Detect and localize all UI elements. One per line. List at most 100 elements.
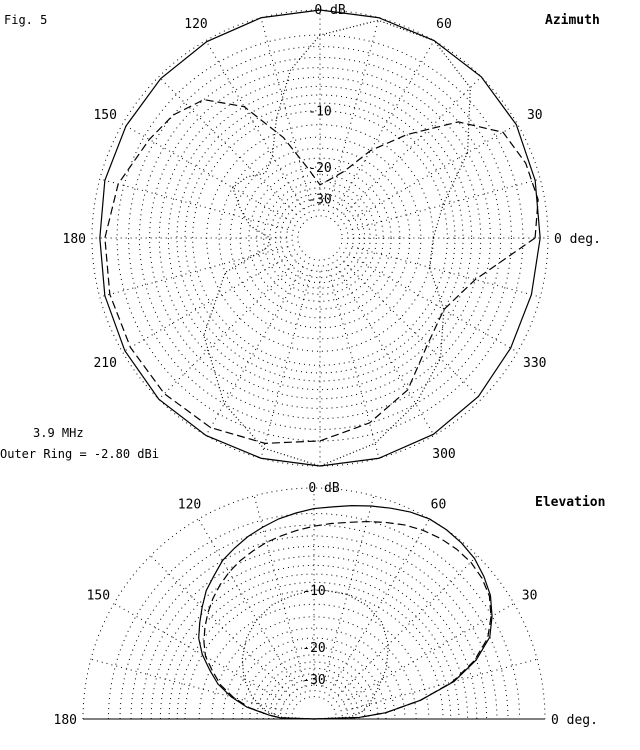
ring-label: -30 <box>302 673 325 688</box>
grid-spoke <box>343 76 482 215</box>
grid-spoke <box>346 658 538 711</box>
angle-label: 330 <box>523 356 546 371</box>
angle-label: 30 <box>527 108 543 123</box>
elevation-grid <box>82 487 546 720</box>
grid-spoke <box>205 266 304 436</box>
grid-spoke <box>99 178 288 230</box>
grid-ring <box>218 136 422 340</box>
ring-label: -20 <box>302 641 325 656</box>
grid-spoke <box>352 178 541 230</box>
grid-spoke <box>113 603 286 703</box>
grid-ring <box>149 67 491 409</box>
grid-spoke <box>158 76 297 215</box>
grid-spoke <box>150 555 291 696</box>
figure-label: Fig. 5 <box>4 13 47 27</box>
grid-spoke <box>337 555 478 696</box>
angle-label: 210 <box>93 356 116 371</box>
grid-spoke <box>348 254 518 353</box>
angle-label: 180 <box>63 232 86 247</box>
grid-ring <box>291 209 349 267</box>
grid-spoke <box>122 254 292 353</box>
elevation-series <box>198 505 493 720</box>
angle-label: 150 <box>93 108 116 123</box>
grid-ring <box>176 581 452 720</box>
azimuth-labels: 0 dB -10 -20 -30 0 deg. 30 60 120 150 180 210 300 33… <box>63 3 601 462</box>
grid-ring <box>119 524 509 720</box>
grid-spoke <box>260 17 312 206</box>
grid-ring <box>140 545 488 720</box>
grid-ring <box>198 603 430 720</box>
grid-ring <box>263 181 377 295</box>
grid-ring <box>239 157 401 319</box>
grid-ring <box>128 46 512 430</box>
outer-ring-label: Outer Ring = -2.80 dBi <box>0 447 159 461</box>
grid-spoke <box>205 40 304 210</box>
angle-label: 60 <box>436 17 452 32</box>
grid-ring <box>138 56 502 420</box>
grid-ring <box>286 204 354 272</box>
grid-spoke <box>260 270 312 459</box>
grid-ring <box>279 684 349 720</box>
grid-ring <box>256 661 372 720</box>
pattern-series-dashed <box>203 520 492 720</box>
grid-spoke <box>90 658 282 711</box>
angle-label: 0 deg. <box>551 713 598 728</box>
grid-ring <box>211 616 417 720</box>
azimuth-series <box>99 9 541 467</box>
ring-label: -10 <box>308 105 331 120</box>
grid-ring <box>248 166 392 310</box>
grid-ring <box>274 192 366 284</box>
elevation-plot: 0 dB -10 -20 -30 0 deg. 30 60 120 150 180 <box>54 481 598 728</box>
grid-spoke <box>158 261 297 400</box>
grid-ring <box>297 215 343 261</box>
grid-ring <box>229 147 411 329</box>
grid-spoke <box>198 518 298 691</box>
grid-ring <box>150 555 478 720</box>
pattern-series-dashed <box>104 99 539 444</box>
grid-ring <box>158 76 482 400</box>
frequency-label: 3.9 MHz <box>33 426 84 440</box>
ring-label: 0 dB <box>308 481 339 496</box>
grid-ring <box>176 94 464 382</box>
grid-ring <box>130 535 498 720</box>
grid-ring <box>268 673 360 720</box>
pattern-series-solid <box>99 9 541 467</box>
elevation-title: Elevation <box>535 495 605 510</box>
angle-label: 300 <box>432 447 455 462</box>
grid-spoke <box>330 518 430 691</box>
angle-label: 120 <box>184 17 207 32</box>
angle-label: 120 <box>178 497 201 512</box>
grid-spoke <box>336 266 435 436</box>
grid-ring <box>91 9 549 467</box>
grid-ring <box>116 34 524 442</box>
grid-spoke <box>342 603 515 703</box>
ring-label: 0 dB <box>314 3 345 18</box>
grid-ring <box>279 197 361 279</box>
grid-ring <box>291 696 337 720</box>
grid-spoke <box>99 246 288 298</box>
grid-ring <box>184 102 456 374</box>
grid-ring <box>256 174 384 302</box>
grid-ring <box>167 85 473 391</box>
ring-label: -20 <box>308 161 331 176</box>
grid-ring <box>192 110 448 366</box>
azimuth-plot: 0 dB -10 -20 -30 0 deg. 30 60 120 150 180 210 300 33… <box>63 3 601 467</box>
grid-spoke <box>328 270 380 459</box>
grid-ring <box>285 690 343 720</box>
angle-label: 180 <box>54 713 77 728</box>
pattern-series-dotted <box>203 19 471 467</box>
elevation-labels: 0 dB -10 -20 -30 0 deg. 30 60 120 150 180 <box>54 481 598 728</box>
ring-label: -10 <box>302 584 325 599</box>
grid-spoke <box>348 123 518 222</box>
ring-label: -30 <box>308 192 331 207</box>
angle-label: 30 <box>522 589 538 604</box>
grid-spoke <box>322 495 375 687</box>
azimuth-title: Azimuth <box>545 13 600 28</box>
angle-label: 150 <box>87 589 110 604</box>
angle-label: 0 deg. <box>554 232 601 247</box>
grid-ring <box>168 573 460 720</box>
angle-label: 60 <box>431 497 447 512</box>
pattern-series-solid <box>198 505 493 720</box>
grid-spoke <box>336 40 435 210</box>
